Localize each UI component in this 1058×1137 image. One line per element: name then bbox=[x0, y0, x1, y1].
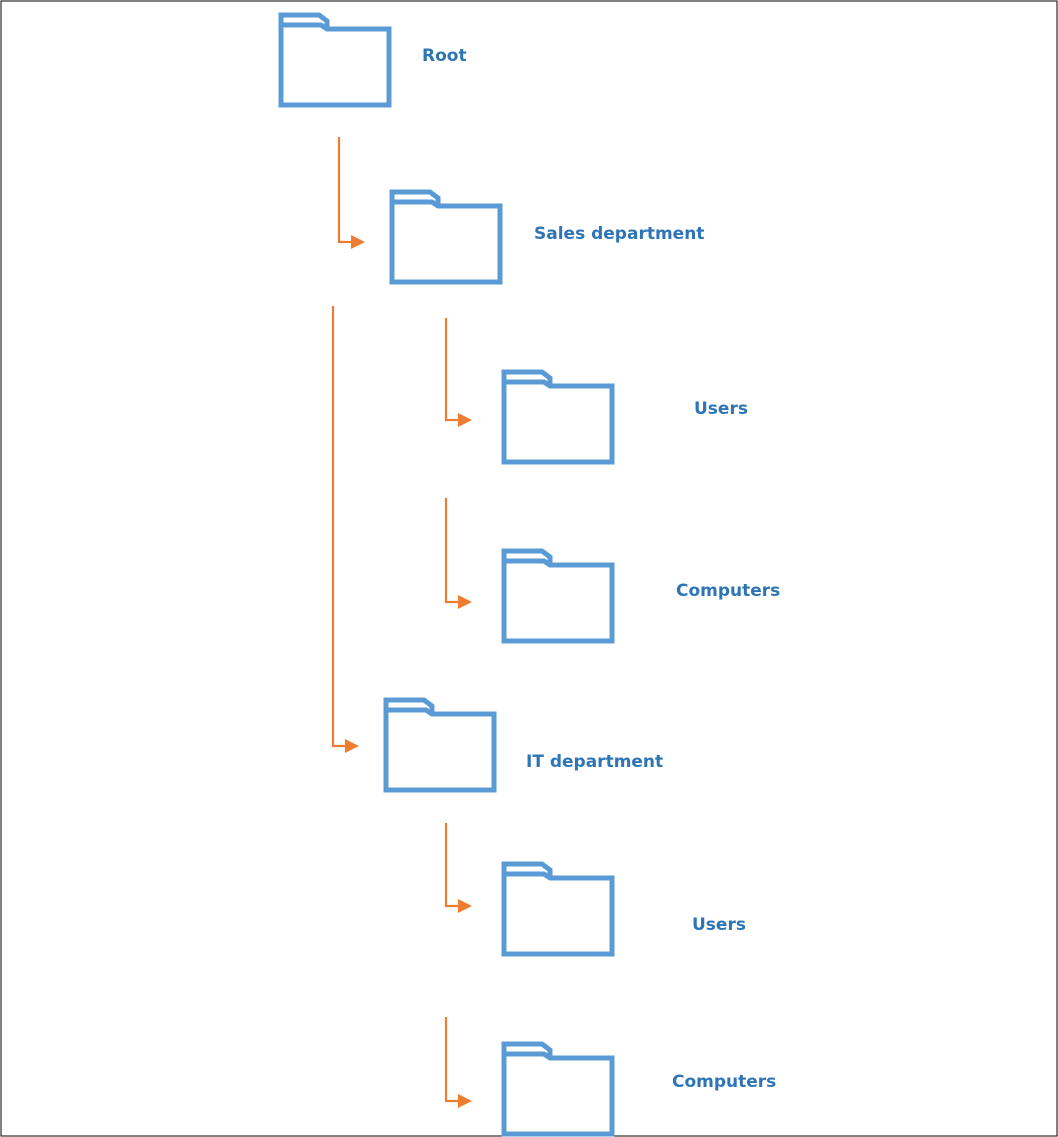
arrow-head bbox=[458, 413, 472, 427]
folder-tab bbox=[278, 12, 330, 29]
folder-tab bbox=[383, 697, 435, 714]
connector-root-to-sales bbox=[337, 137, 365, 249]
folder-tab bbox=[501, 369, 553, 386]
folder-icon bbox=[501, 369, 615, 465]
arrow-head bbox=[458, 595, 472, 609]
node-label-root: Root bbox=[422, 46, 467, 66]
node-label-sales-users: Users bbox=[694, 399, 748, 419]
connector-root-to-it bbox=[331, 306, 359, 753]
folder-icon bbox=[389, 189, 503, 285]
node-label-sales-department: Sales department bbox=[534, 224, 705, 244]
folder-body bbox=[501, 558, 615, 644]
node-label-it-computers: Computers bbox=[672, 1072, 777, 1092]
folder-icon bbox=[501, 548, 615, 644]
connector-it-to-it-computers bbox=[444, 1017, 472, 1108]
connector-it-to-it-users bbox=[444, 823, 472, 913]
connector-line bbox=[444, 318, 460, 422]
connector-sales-to-sales-computers bbox=[444, 498, 472, 609]
folder-tab bbox=[501, 1041, 553, 1058]
connector-line bbox=[444, 498, 460, 604]
folder-tab bbox=[501, 861, 553, 878]
arrow-head bbox=[351, 235, 365, 249]
folder-body bbox=[501, 379, 615, 465]
node-label-sales-computers: Computers bbox=[676, 581, 781, 601]
folder-body bbox=[501, 871, 615, 957]
folder-tab bbox=[389, 189, 441, 206]
connector-line bbox=[337, 137, 353, 244]
folder-icon bbox=[501, 1041, 615, 1137]
connector-sales-to-sales-users bbox=[444, 318, 472, 427]
folder-icon bbox=[501, 861, 615, 957]
node-label-it-users: Users bbox=[692, 915, 746, 935]
folder-body bbox=[501, 1051, 615, 1137]
folder-icon bbox=[383, 697, 497, 793]
connector-line bbox=[444, 823, 460, 908]
folder-icon bbox=[278, 12, 392, 108]
folder-tab bbox=[501, 548, 553, 565]
arrow-head bbox=[458, 1094, 472, 1108]
arrow-head bbox=[458, 899, 472, 913]
arrow-head bbox=[345, 739, 359, 753]
folder-body bbox=[389, 199, 503, 285]
connector-line bbox=[331, 306, 347, 748]
node-label-it-department: IT department bbox=[526, 752, 664, 772]
folder-body bbox=[278, 22, 392, 108]
folder-body bbox=[383, 707, 497, 793]
connector-line bbox=[444, 1017, 460, 1103]
